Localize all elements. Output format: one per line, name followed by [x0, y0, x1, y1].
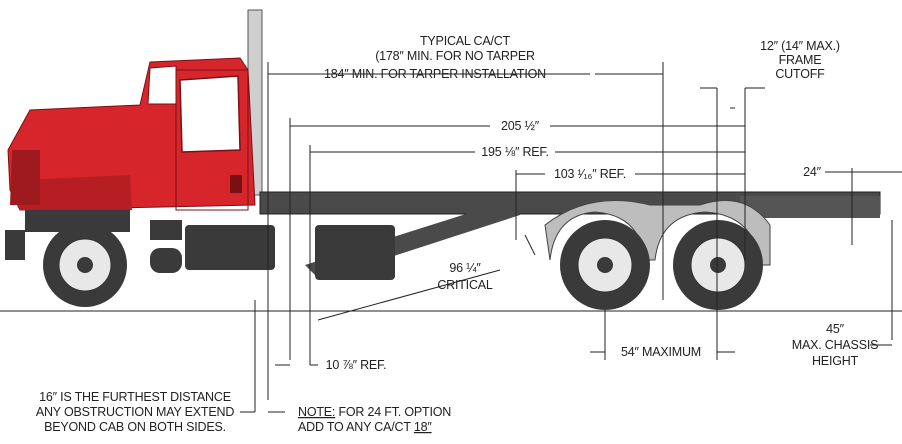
note-value: 18″	[414, 420, 433, 434]
label-obstruction-1: 16″ IS THE FURTHEST DISTANCE	[39, 390, 231, 404]
label-195: 195 ⅛″ REF.	[481, 145, 549, 159]
label-typical-ca-ct: TYPICAL CA/CT	[420, 34, 511, 48]
hydraulic-tank	[315, 225, 395, 280]
label-frame-cutoff-3: CUTOFF	[775, 67, 825, 81]
dimension-lines	[240, 62, 902, 413]
dimension-labels: TYPICAL CA/CT (178″ MIN. FOR NO TARPER 1…	[36, 34, 879, 434]
label-103: 103 ¹⁄₁₆″ REF.	[554, 167, 626, 181]
label-10-7-8: 10 ⅞″ REF.	[326, 358, 387, 372]
label-frame-cutoff-1: 12″ (14″ MAX.)	[760, 39, 840, 53]
label-45: 45″	[826, 322, 845, 336]
note-line-1: NOTE: FOR 24 FT. OPTION	[298, 405, 451, 419]
rear-wheel-2	[673, 220, 763, 310]
label-height: HEIGHT	[812, 354, 859, 368]
note-line-1-rest: FOR 24 FT. OPTION	[335, 405, 451, 419]
battery-box	[150, 220, 182, 240]
note-line-2-start: ADD TO ANY CA/CT	[298, 420, 414, 434]
label-max-chassis: MAX. CHASSIS	[792, 338, 879, 352]
truck-cab	[5, 57, 256, 260]
label-24: 24″	[803, 165, 822, 179]
fuel-tank	[185, 225, 275, 270]
label-min-no-tarper: (178″ MIN. FOR NO TARPER	[375, 49, 535, 63]
label-critical: CRITICAL	[437, 278, 493, 292]
note-label: NOTE:	[298, 405, 335, 419]
label-obstruction-2: ANY OBSTRUCTION MAY EXTEND	[36, 405, 234, 419]
front-wheel	[43, 223, 127, 307]
label-96: 96 ¼″	[449, 261, 481, 275]
note-line-2: ADD TO ANY CA/CT 18″	[298, 420, 432, 434]
fender	[544, 200, 771, 266]
air-tank	[150, 248, 182, 273]
label-54: 54″ MAXIMUM	[621, 345, 701, 359]
label-obstruction-3: BEYOND CAB ON BOTH SIDES.	[44, 420, 226, 434]
rear-frame	[740, 196, 880, 218]
label-205: 205 ½″	[501, 119, 540, 133]
rear-wheel-1	[560, 220, 650, 310]
label-frame-cutoff-2: FRAME	[779, 53, 822, 67]
label-min-tarper: 184″ MIN. FOR TARPER INSTALLATION	[324, 67, 546, 81]
